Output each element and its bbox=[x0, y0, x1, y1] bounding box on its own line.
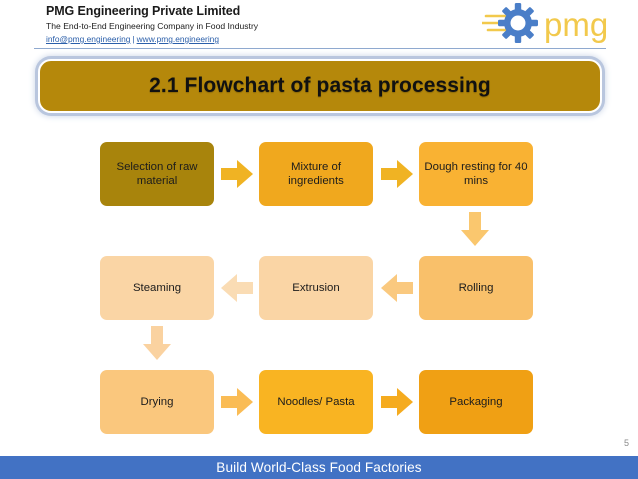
arrow-right-mixture-to-dough bbox=[381, 160, 413, 188]
flow-node-label: Drying bbox=[140, 395, 174, 408]
arrow-left-icon bbox=[221, 274, 253, 302]
footer-bar: Build World-Class Food Factories bbox=[0, 456, 638, 479]
arrow-down-icon bbox=[143, 326, 171, 360]
company-name: PMG Engineering Private Limited bbox=[46, 4, 241, 18]
arrow-left-rolling-to-extrusion bbox=[381, 274, 413, 302]
flow-node-label: Rolling bbox=[458, 281, 494, 294]
gear-icon bbox=[498, 3, 538, 43]
slide-title-banner: 2.1 Flowchart of pasta processing bbox=[38, 59, 602, 113]
header-divider bbox=[34, 48, 606, 49]
arrow-right-selection-to-mixture bbox=[221, 160, 253, 188]
flow-node-label: Packaging bbox=[449, 395, 503, 408]
link-separator: | bbox=[132, 34, 135, 44]
website-link[interactable]: www.pmg.engineering bbox=[136, 34, 219, 44]
footer-tagline: Build World-Class Food Factories bbox=[216, 460, 422, 475]
flow-node-extrusion[interactable]: Extrusion bbox=[259, 256, 373, 320]
flow-node-mixture-of-ingredients[interactable]: Mixture of ingredients bbox=[259, 142, 373, 206]
flow-node-label: Extrusion bbox=[292, 281, 340, 294]
email-link[interactable]: info@pmg.engineering bbox=[46, 34, 131, 44]
arrow-right-icon bbox=[381, 388, 413, 416]
flow-node-drying[interactable]: Drying bbox=[100, 370, 214, 434]
arrow-right-icon bbox=[221, 160, 253, 188]
flow-node-label: Mixture of ingredients bbox=[288, 160, 344, 187]
arrow-right-icon bbox=[221, 388, 253, 416]
flow-node-dough-resting[interactable]: Dough resting for 40 mins bbox=[419, 142, 533, 206]
header-links: info@pmg.engineering|www.pmg.engineering bbox=[46, 34, 219, 44]
flow-node-rolling[interactable]: Rolling bbox=[419, 256, 533, 320]
flow-node-noodles-pasta[interactable]: Noodles/ Pasta bbox=[259, 370, 373, 434]
pmg-logo: pmg bbox=[480, 2, 630, 46]
flow-node-label: Noodles/ Pasta bbox=[277, 395, 355, 408]
arrow-left-icon bbox=[381, 274, 413, 302]
flow-node-selection-of-raw-material[interactable]: Selection of raw material bbox=[100, 142, 214, 206]
logo-wordmark: pmg bbox=[544, 6, 608, 43]
flow-node-label: Selection of raw material bbox=[116, 160, 198, 187]
arrow-right-noodles-to-packaging bbox=[381, 388, 413, 416]
flow-node-label: Steaming bbox=[132, 281, 182, 294]
flow-node-packaging[interactable]: Packaging bbox=[419, 370, 533, 434]
flow-node-label: Dough resting for 40 mins bbox=[424, 160, 528, 187]
pmg-logo-svg: pmg bbox=[480, 3, 608, 43]
flow-node-steaming[interactable]: Steaming bbox=[100, 256, 214, 320]
arrow-right-icon bbox=[381, 160, 413, 188]
company-tagline: The End-to-End Engineering Company in Fo… bbox=[46, 21, 259, 31]
slide-header: PMG Engineering Private Limited The End-… bbox=[0, 0, 638, 50]
arrow-down-icon bbox=[461, 212, 489, 246]
arrow-down-dough-to-rolling bbox=[461, 212, 489, 246]
arrow-left-extrusion-to-steaming bbox=[221, 274, 253, 302]
arrow-right-drying-to-noodles bbox=[221, 388, 253, 416]
arrow-down-steaming-to-drying bbox=[143, 326, 171, 360]
page-title: 2.1 Flowchart of pasta processing bbox=[149, 74, 491, 97]
page-number: 5 bbox=[623, 438, 629, 448]
